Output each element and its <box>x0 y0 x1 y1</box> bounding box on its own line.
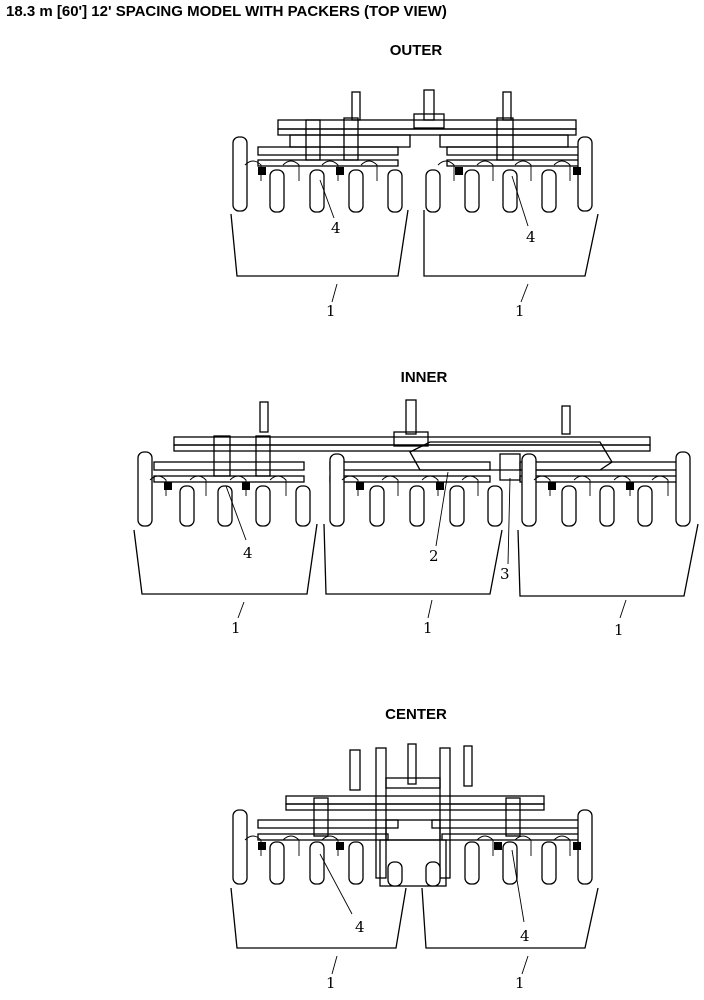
center-callout-4a: 4 <box>355 918 365 936</box>
outer-callout-4b: 4 <box>526 228 536 246</box>
outer-section-heading: OUTER <box>389 42 443 59</box>
inner-callout-1b: 1 <box>423 619 433 637</box>
inner-callout-1a: 1 <box>231 619 241 637</box>
inner-section-drawing: 4 2 3 1 1 1 <box>133 399 699 639</box>
outer-section-drawing: 4 4 1 1 <box>230 89 599 320</box>
center-callout-4b: 4 <box>520 927 530 945</box>
outer-callout-4a: 4 <box>331 219 341 237</box>
inner-callout-2: 2 <box>429 547 439 565</box>
inner-callout-3: 3 <box>500 565 510 583</box>
inner-section-heading: INNER <box>400 369 448 386</box>
center-callout-1b: 1 <box>515 974 525 992</box>
inner-callout-1c: 1 <box>614 621 624 639</box>
center-section-drawing: 4 4 1 1 <box>230 743 599 992</box>
inner-callout-4: 4 <box>243 544 253 562</box>
outer-callout-1b: 1 <box>515 302 525 320</box>
center-callout-1a: 1 <box>326 974 336 992</box>
page-title: 18.3 m [60'] 12' SPACING MODEL WITH PACK… <box>6 3 447 20</box>
outer-callout-1a: 1 <box>326 302 336 320</box>
center-section-heading: CENTER <box>385 706 447 723</box>
